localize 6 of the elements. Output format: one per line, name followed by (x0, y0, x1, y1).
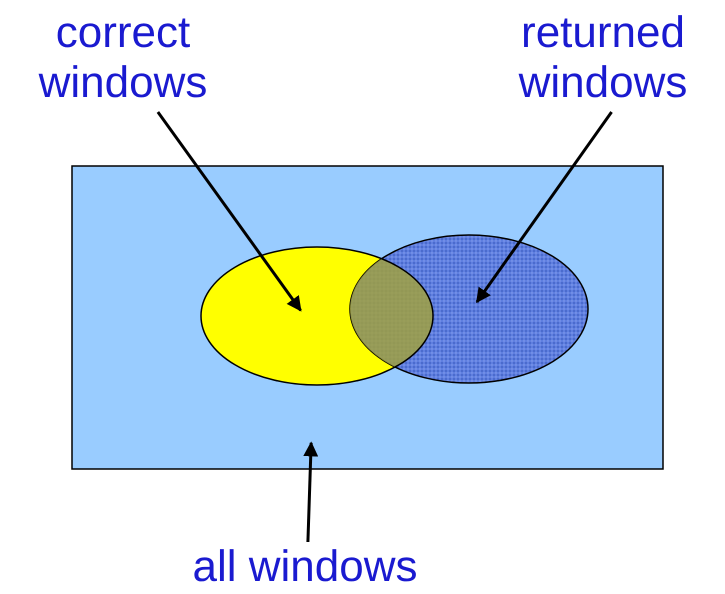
arrow (156, 111, 302, 312)
set-label: all windows (192, 542, 418, 592)
arrow (476, 111, 613, 304)
set-label: correct windows (38, 8, 208, 108)
arrow (303, 441, 318, 542)
set-label: returned windows (518, 8, 688, 108)
